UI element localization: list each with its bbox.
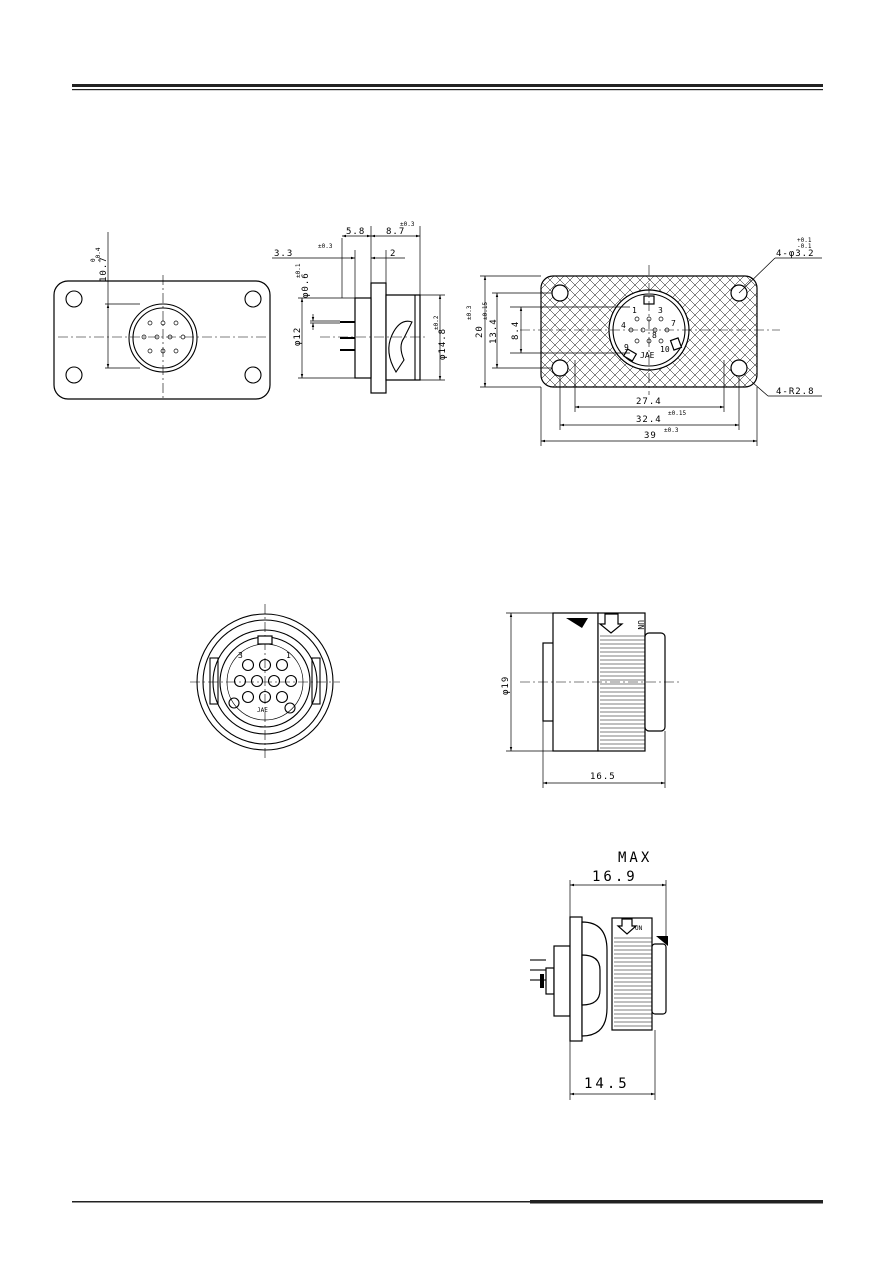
cutout-pin-label-10: 10: [660, 345, 670, 354]
cutout-pin-label-8: 8: [652, 331, 657, 340]
header-rule: [72, 84, 823, 91]
side-dim-dia-14-8: φ14.8: [438, 328, 448, 360]
side-dim-3-3-tol: ±0.3: [318, 243, 333, 250]
cutout-dim-32-4-tol: ±0.15: [668, 410, 686, 417]
side-dim-8-7-tol: ±0.3: [400, 221, 415, 228]
cutout-dim-20: 20: [475, 325, 485, 338]
cutout-dim-8-4: 8.4: [511, 321, 521, 340]
plug-front-pins: [233, 658, 298, 704]
side-dim-pin-dia: φ0.6: [301, 272, 311, 298]
side-dim-8-7: 8.7: [386, 227, 405, 237]
front-height-tol-upper: 0: [90, 258, 97, 262]
side-dim-5-8: 5.8: [346, 227, 365, 237]
plug-side-knurl: [600, 635, 645, 749]
side-dim-dia-12: φ12: [293, 327, 303, 346]
receptacle-side-pins: [340, 321, 355, 351]
plug-dim-16-5: 16.5: [590, 772, 616, 782]
cutout-dim-20-tol: ±0.3: [466, 305, 473, 320]
side-dim-2: 2: [390, 249, 396, 259]
cutout-dim-holes-tol-upper: +0.1: [797, 237, 812, 244]
receptacle-front-view: 10.7 0 -0.4: [53, 232, 271, 400]
side-dim-dia-14-8-tol: ±0.2: [433, 315, 440, 330]
plug-pin-label-1: 1: [286, 651, 291, 660]
cutout-pin-label-7: 7: [671, 319, 676, 328]
cutout-pin-label-9: 9: [624, 343, 629, 352]
plug-side-view: UN φ19 16.5: [501, 612, 680, 788]
front-height-dim: 10.7: [99, 256, 109, 282]
front-height-tol-lower: -0.4: [95, 247, 102, 262]
mated-side-knurl: [614, 937, 652, 1027]
plug-jae-mark: JAE: [257, 707, 268, 714]
receptacle-side-view: 5.8 8.7 ±0.3 3.3 ±0.3 2 φ0.6 ±0.1 φ12 φ1…: [272, 221, 448, 394]
cutout-dim-holes: 4-φ3.2: [776, 249, 815, 259]
mated-dim-14-5: 14.5: [584, 1076, 630, 1092]
cutout-jae-mark: JAE: [640, 351, 655, 360]
cutout-pin-label-3: 3: [658, 306, 663, 315]
side-dim-3-3: 3.3: [274, 249, 293, 259]
cutout-dim-13-4: 13.4: [489, 318, 499, 344]
cutout-dim-13-4-tol: ±0.15: [482, 302, 489, 320]
plug-pin-label-3: 3: [238, 651, 243, 660]
cutout-dim-holes-tol-lower: -0.1: [797, 243, 812, 250]
cutout-dim-corner-radius: 4-R2.8: [776, 387, 815, 397]
cutout-pins: [628, 316, 670, 344]
mated-side-view: UN MAX 16.9 14.5: [530, 850, 668, 1100]
mated-dim-max-label: MAX: [618, 850, 652, 866]
cutout-dim-27-4: 27.4: [636, 397, 662, 407]
cutout-pin-label-4: 4: [621, 321, 626, 330]
side-dim-pin-tol: ±0.1: [295, 263, 302, 278]
mated-dim-16-9: 16.9: [592, 869, 638, 885]
cutout-dim-39: 39: [644, 431, 657, 441]
plug-dim-dia-19: φ19: [501, 676, 511, 695]
mated-side-un-mark: UN: [635, 925, 643, 932]
cutout-pin-label-1: 1: [632, 306, 637, 315]
plug-front-view: 3 1 JAE: [190, 604, 340, 758]
receptacle-front-pins: [141, 320, 186, 354]
plug-side-un-mark: UN: [636, 620, 645, 630]
cutout-dim-39-tol: ±0.3: [664, 427, 679, 434]
cutout-dim-32-4: 32.4: [636, 415, 662, 425]
panel-cutout-view: 1 3 4 7 8 9 10 JAE 4-φ3.2 +0.1 -0.1 4-R2…: [466, 237, 822, 446]
footer-rule: [72, 1200, 823, 1204]
mated-side-pins: [530, 959, 546, 988]
